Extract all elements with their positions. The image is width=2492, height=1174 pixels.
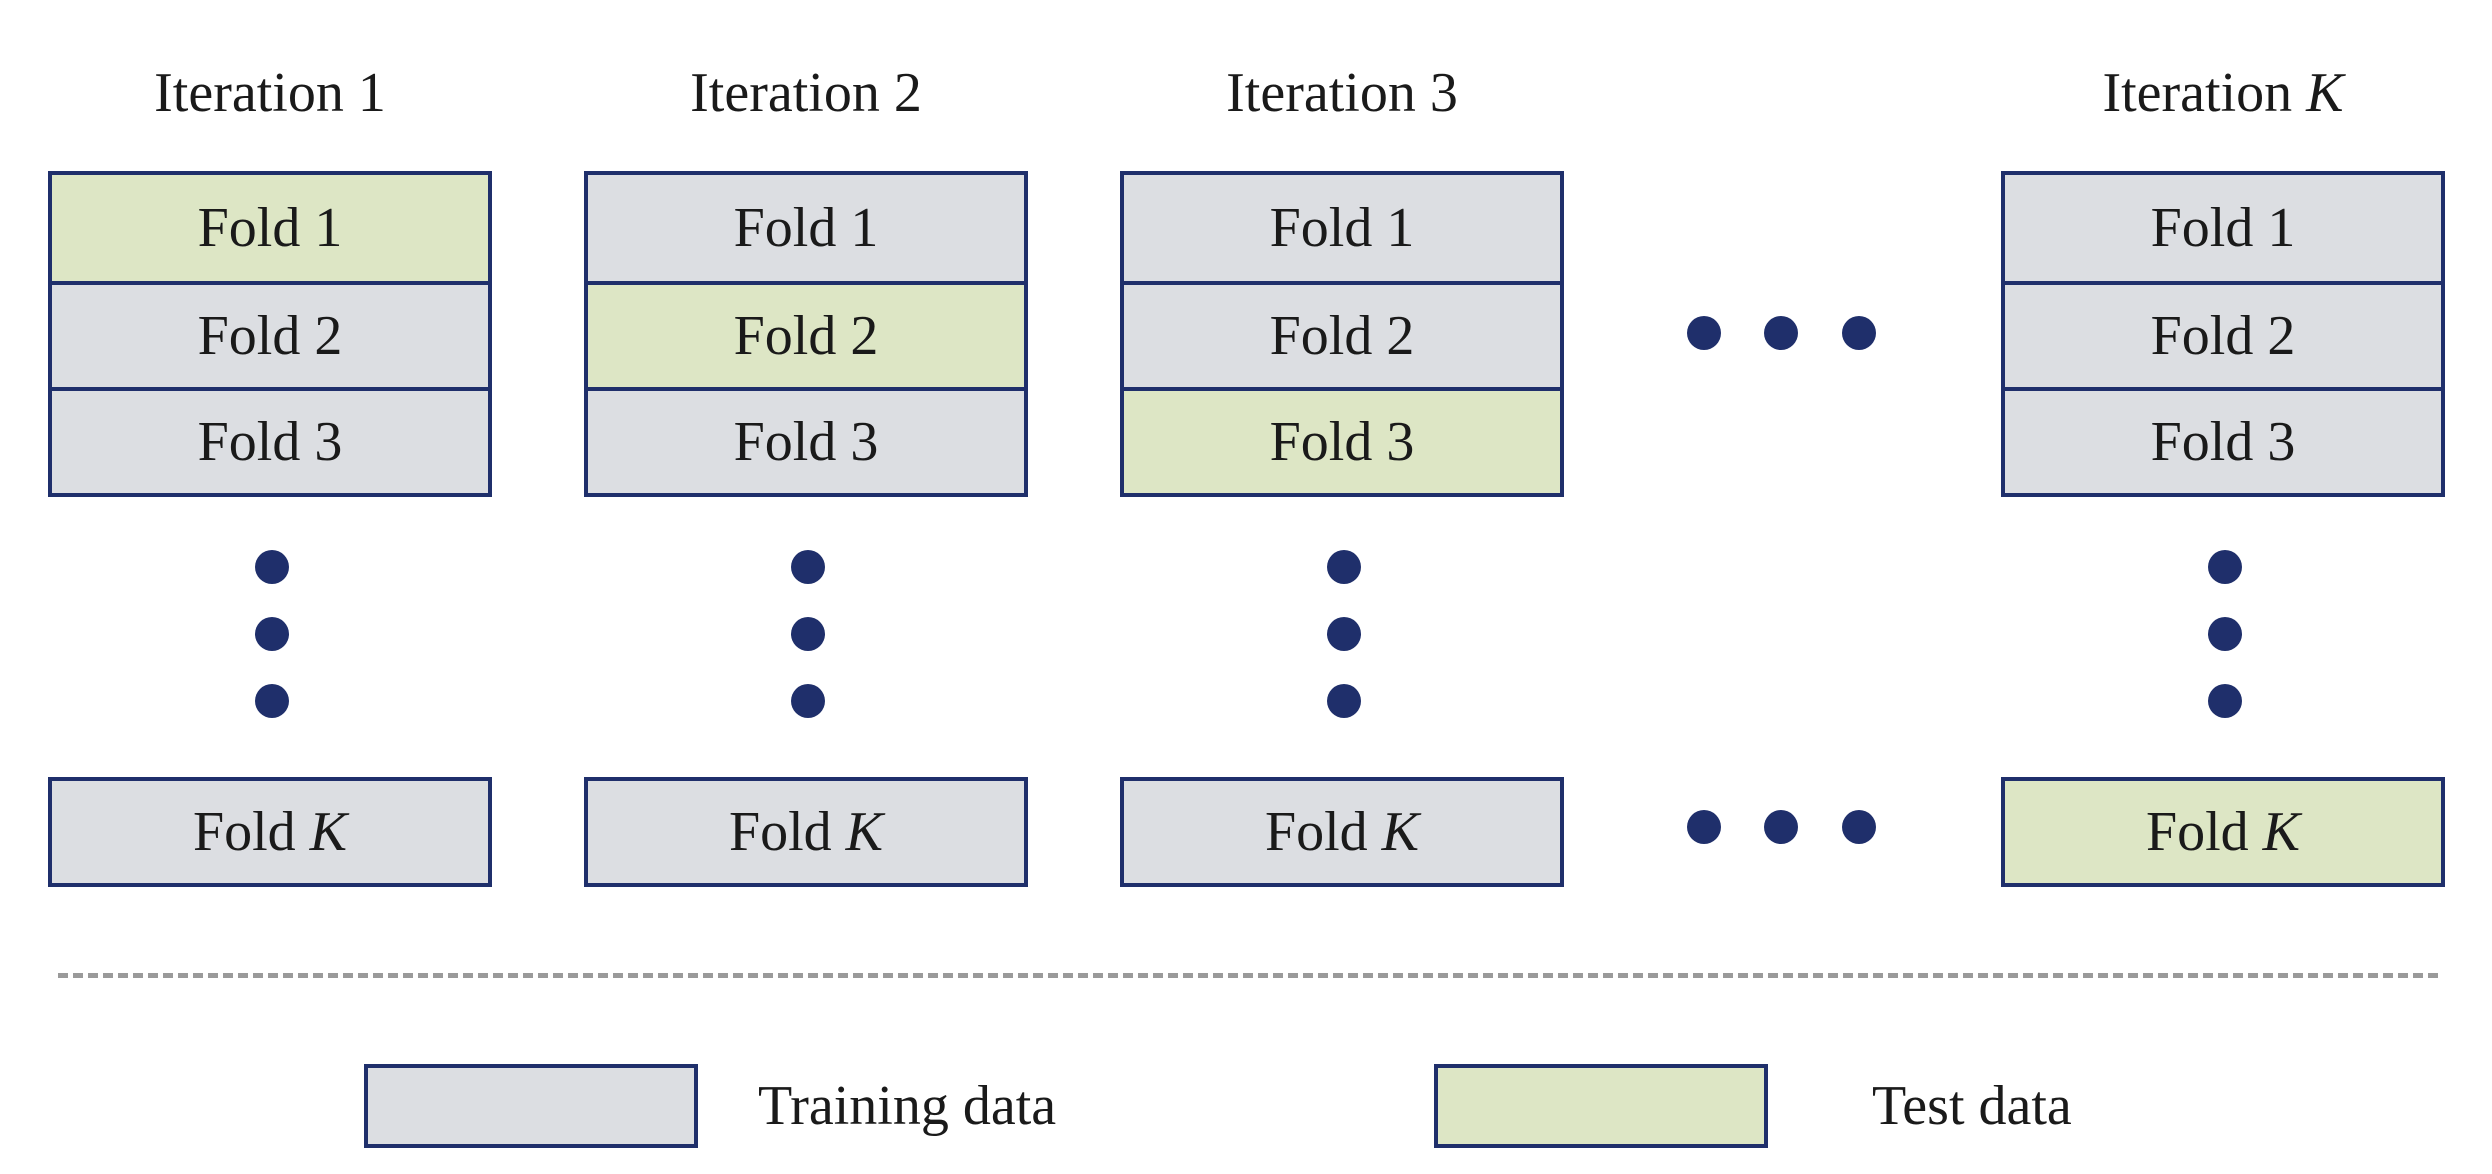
iteration-3-fold-1: Fold 1 [1124, 175, 1560, 281]
iteration-1-fold-2: Fold 2 [52, 281, 488, 387]
iteration-1-fold-3: Fold 3 [52, 387, 488, 493]
vertical-ellipsis-dot [255, 684, 289, 718]
iteration-3-title-text: Iteration 3 [1226, 62, 1458, 124]
vertical-ellipsis-dot [1327, 617, 1361, 651]
iteration-k-fold-3: Fold 3 [2005, 387, 2441, 493]
iteration-2-title: Iteration 2 [576, 58, 1036, 128]
fold-k-label: Fold [1264, 801, 1368, 863]
horizontal-ellipsis-dot [1842, 810, 1876, 844]
vertical-ellipsis-dot [255, 550, 289, 584]
iteration-1-title: Iteration 1 [40, 58, 500, 128]
iteration-2-fold-stack: Fold 1 Fold 2 Fold 3 [584, 171, 1028, 497]
legend-training-swatch [364, 1064, 698, 1148]
iteration-2-fold-3: Fold 3 [588, 387, 1024, 493]
fold-k-variable: K [845, 801, 884, 863]
vertical-ellipsis-dot [2208, 617, 2242, 651]
iteration-3-title: Iteration 3 [1112, 58, 1572, 128]
iteration-1-fold-1: Fold 1 [52, 175, 488, 281]
iteration-k-title-text: Iteration [2102, 62, 2293, 124]
iteration-3-fold-stack: Fold 1 Fold 2 Fold 3 [1120, 171, 1564, 497]
iteration-2-fold-1: Fold 1 [588, 175, 1024, 281]
horizontal-ellipsis-dot [1687, 810, 1721, 844]
legend-training-label: Training data [758, 1075, 1057, 1137]
fold-k-variable: K [1381, 801, 1420, 863]
iteration-k-fold-stack: Fold 1 Fold 2 Fold 3 [2001, 171, 2445, 497]
vertical-ellipsis-dot [2208, 550, 2242, 584]
vertical-ellipsis-dot [255, 617, 289, 651]
horizontal-ellipsis-dot [1764, 810, 1798, 844]
iteration-k-fold-2: Fold 2 [2005, 281, 2441, 387]
vertical-ellipsis-dot [791, 617, 825, 651]
iteration-k-fold-1: Fold 1 [2005, 175, 2441, 281]
iteration-2-fold-2: Fold 2 [588, 281, 1024, 387]
iteration-3-fold-2: Fold 2 [1124, 281, 1560, 387]
fold-k-label: Fold [192, 801, 296, 863]
dashed-divider [58, 973, 2438, 978]
iteration-2-title-text: Iteration 2 [690, 62, 922, 124]
iteration-k-title: Iteration K [1993, 58, 2453, 128]
fold-k-label: Fold [728, 801, 832, 863]
iteration-3-fold-3: Fold 3 [1124, 387, 1560, 493]
vertical-ellipsis-dot [791, 684, 825, 718]
horizontal-ellipsis-dot [1687, 316, 1721, 350]
iteration-1-title-text: Iteration 1 [154, 62, 386, 124]
fold-k-label: Fold [2145, 801, 2249, 863]
vertical-ellipsis-dot [2208, 684, 2242, 718]
fold-k-variable: K [2262, 801, 2301, 863]
legend-test-swatch [1434, 1064, 1768, 1148]
vertical-ellipsis-dot [1327, 684, 1361, 718]
vertical-ellipsis-dot [791, 550, 825, 584]
legend-test-label: Test data [1872, 1075, 2072, 1137]
fold-k-variable: K [309, 801, 348, 863]
iteration-1-fold-stack: Fold 1 Fold 2 Fold 3 [48, 171, 492, 497]
vertical-ellipsis-dot [1327, 550, 1361, 584]
horizontal-ellipsis-dot [1764, 316, 1798, 350]
horizontal-ellipsis-dot [1842, 316, 1876, 350]
iteration-k-variable: K [2306, 62, 2344, 124]
